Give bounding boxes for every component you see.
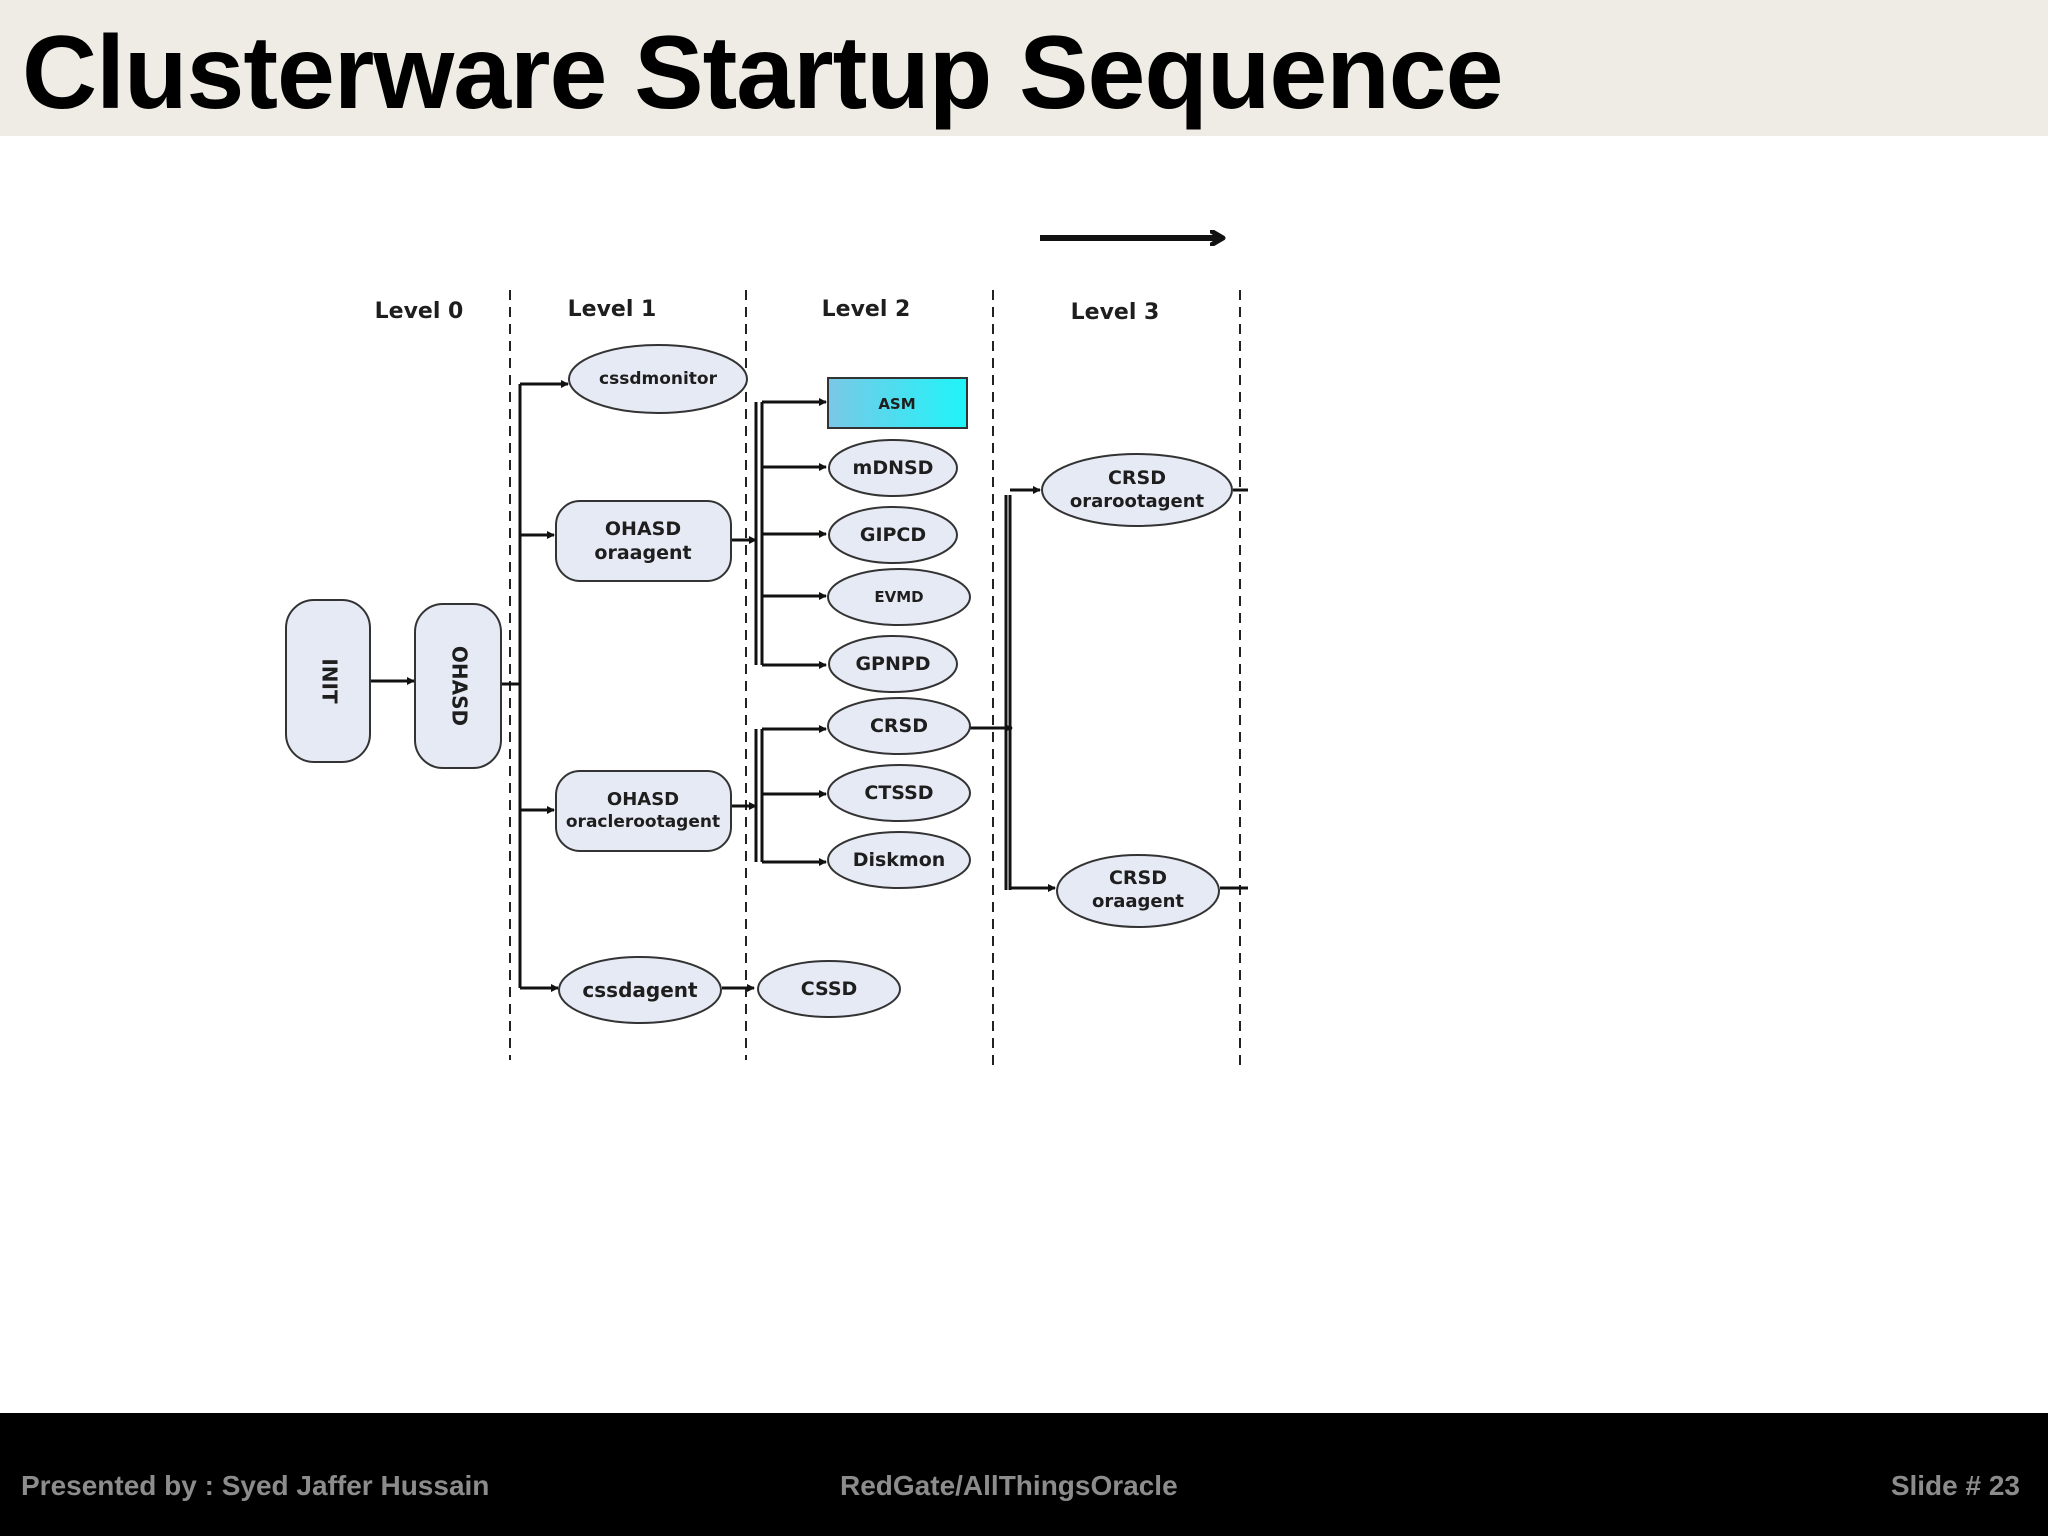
ctssd-label: CTSSD xyxy=(864,782,933,804)
diskmon-label: Diskmon xyxy=(853,849,946,871)
gipcd-node: GIPCD xyxy=(828,506,958,564)
slide-number: Slide # 23 xyxy=(1890,1470,2020,1501)
crsd-orarootagent-node: CRSD orarootagent xyxy=(1041,453,1233,527)
cssdmonitor-label: cssdmonitor xyxy=(599,369,718,389)
gpnpd-node: GPNPD xyxy=(828,635,958,693)
level-dividers xyxy=(509,290,1241,1065)
init-node: INIT xyxy=(285,599,371,763)
ohasd-label: OHASD xyxy=(448,646,472,726)
slide-title: Clusterware Startup Sequence xyxy=(22,15,1503,131)
mdnsd-node: mDNSD xyxy=(828,439,958,497)
crsd-label: CRSD xyxy=(870,715,928,737)
gpnpd-label: GPNPD xyxy=(855,653,930,675)
asm-node: ASM xyxy=(827,377,968,429)
cssd-label: CSSD xyxy=(801,978,858,1000)
ohasd-node: OHASD xyxy=(414,603,502,769)
crsd-node: CRSD xyxy=(827,697,971,755)
startup-sequence-diagram: Level 0 Level 1 Level 2 Level 3 xyxy=(285,0,1248,1065)
title-bar: Clusterware Startup Sequence xyxy=(0,0,2048,136)
level-0-label: Level 0 xyxy=(375,299,464,324)
crsd-orarootagent-line1: CRSD xyxy=(1108,467,1166,489)
ohasd-oraclerootagent-node: OHASD oraclerootagent xyxy=(555,770,732,852)
connectors xyxy=(371,380,1248,992)
crsd-oraagent-line2: oraagent xyxy=(1092,891,1184,912)
cssdagent-label: cssdagent xyxy=(582,978,698,1002)
level-3-label: Level 3 xyxy=(1071,300,1160,325)
source-text: RedGate/AllThingsOracle xyxy=(840,1470,1178,1501)
ctssd-node: CTSSD xyxy=(827,764,971,822)
presenter-text: Presented by : Syed Jaffer Hussain xyxy=(21,1470,490,1501)
init-label: INIT xyxy=(318,658,342,704)
ohasd-oraclerootagent-line2: oraclerootagent xyxy=(566,812,720,832)
diskmon-node: Diskmon xyxy=(827,831,971,889)
footer-bar: Presented by : Syed Jaffer Hussain RedGa… xyxy=(0,1413,2048,1536)
evmd-label: EVMD xyxy=(874,588,923,606)
ohasd-oraagent-line2: oraagent xyxy=(594,542,691,564)
evmd-node: EVMD xyxy=(827,568,971,626)
level-1-label: Level 1 xyxy=(568,297,657,322)
ohasd-oraagent-node: OHASD oraagent xyxy=(555,500,732,582)
crsd-orarootagent-line2: orarootagent xyxy=(1070,491,1205,512)
mdnsd-label: mDNSD xyxy=(853,457,934,479)
cssdmonitor-node: cssdmonitor xyxy=(568,344,748,414)
cssd-node: CSSD xyxy=(757,960,901,1018)
level-2-label: Level 2 xyxy=(822,297,911,322)
gipcd-label: GIPCD xyxy=(860,524,926,546)
asm-label: ASM xyxy=(878,395,915,413)
cssdagent-node: cssdagent xyxy=(558,956,722,1024)
ohasd-oraclerootagent-line1: OHASD xyxy=(607,789,679,810)
ohasd-oraagent-line1: OHASD xyxy=(605,518,681,540)
crsd-oraagent-line1: CRSD xyxy=(1109,867,1167,889)
crsd-oraagent-node: CRSD oraagent xyxy=(1056,854,1220,928)
